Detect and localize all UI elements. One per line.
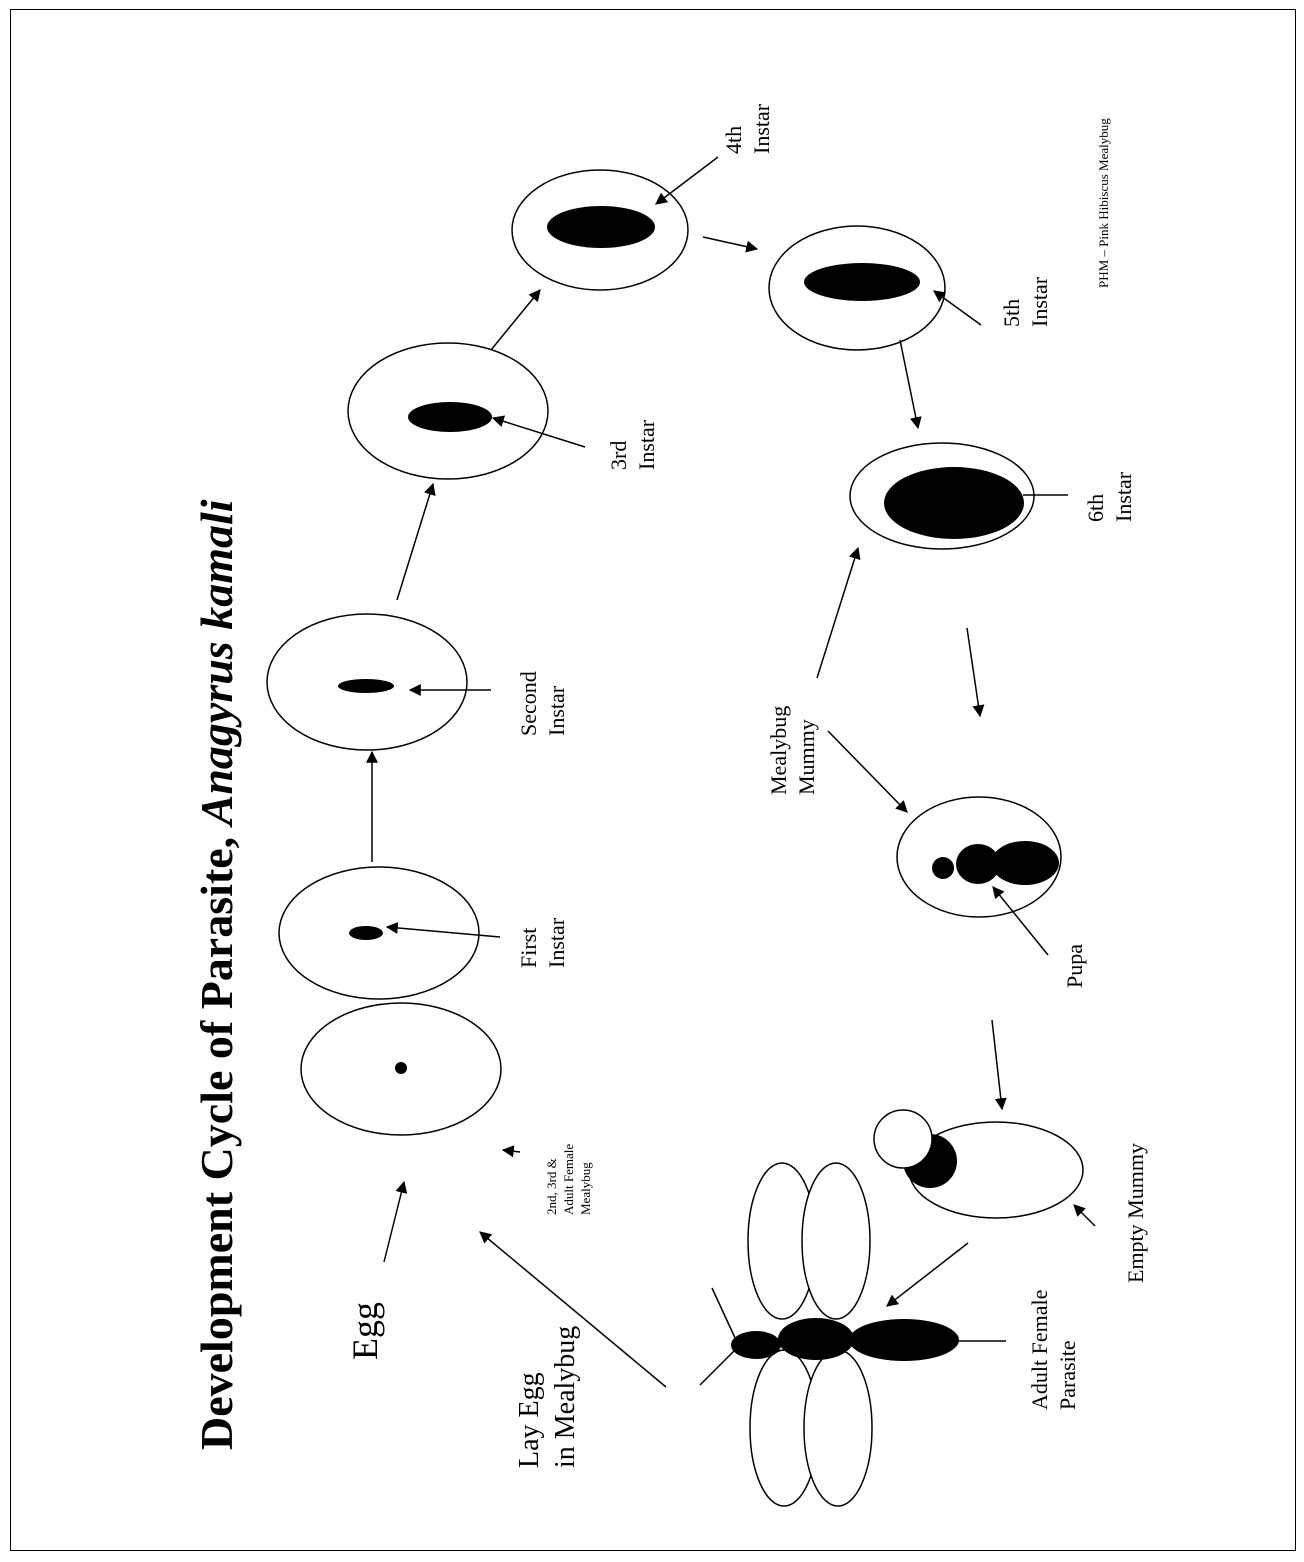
stage-sixth-instar	[850, 443, 1068, 716]
label-pupa: Pupa	[1062, 944, 1087, 988]
label-adult-female-parasite: Adult Female Parasite	[1027, 1284, 1080, 1410]
label-egg: Egg	[345, 1302, 385, 1360]
stage-third-instar	[348, 290, 585, 479]
stage-empty-mummy	[874, 1110, 1095, 1306]
stage-second-instar	[267, 484, 491, 750]
stage-fourth-instar	[512, 157, 757, 290]
mummy-pointers	[817, 548, 907, 812]
label-host: 2nd, 3rd & Adult Female Mealybug	[544, 1141, 593, 1215]
label-first-instar: First Instar	[516, 917, 569, 968]
label-third-instar: 3rd Instar	[606, 419, 659, 470]
stage-first-instar	[279, 752, 500, 999]
abbreviation-note: PHM – Pink Hibiscus Mealybug	[1096, 118, 1111, 288]
label-mealybug-mummy: Mealybug Mummy	[766, 700, 819, 795]
stage-fifth-instar	[769, 226, 981, 428]
label-lay-egg: Lay Egg in Mealybug	[514, 1326, 581, 1468]
label-fifth-instar: 5th Instar	[999, 276, 1052, 327]
label-sixth-instar: 6th Instar	[1083, 471, 1136, 522]
label-fourth-instar: 4th Instar	[721, 103, 774, 154]
label-second-instar: Second Instar	[516, 666, 569, 736]
stage-pupa	[897, 797, 1061, 1109]
diagram-title: Development Cycle of Parasite, Anagyrus …	[191, 499, 242, 1450]
label-empty-mummy: Empty Mummy	[1123, 1143, 1148, 1283]
